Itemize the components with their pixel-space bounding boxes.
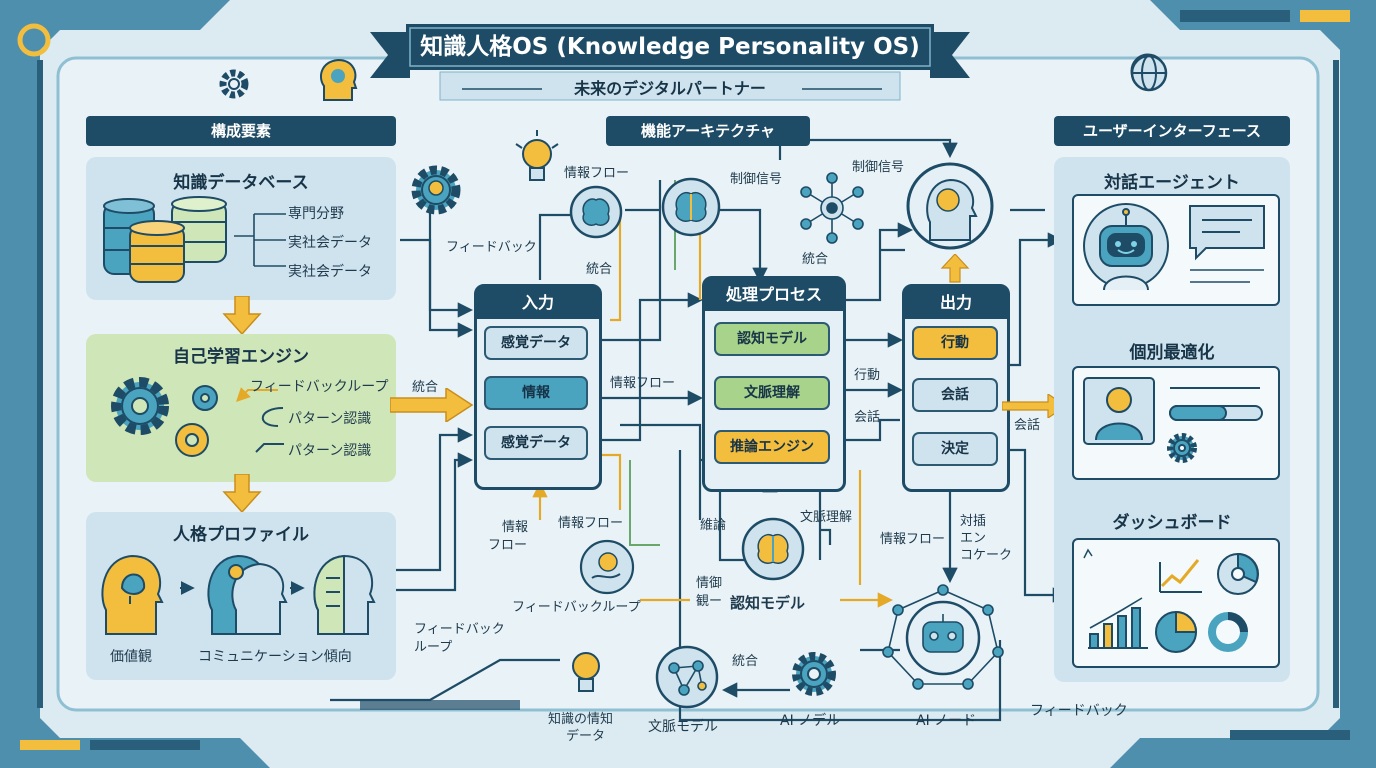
label-knowledge-info-b: データ — [566, 729, 606, 744]
label-cognitive-model: 認知モデル — [730, 594, 806, 612]
label-integrate-2: 統合 — [802, 252, 829, 267]
label-comm-a: 対插 — [960, 514, 987, 529]
learn-item-1: フィードバックループ — [250, 379, 389, 395]
label-reasoning: 維論 — [700, 518, 727, 533]
process-title: 処理プロセス — [705, 279, 843, 311]
output-title: 出力 — [905, 287, 1007, 319]
knowledge-database-title: 知識データベース — [173, 173, 309, 193]
brain-node-icon-2 — [661, 177, 721, 237]
label-knowledge-info-a: 知識の情知 — [548, 712, 614, 727]
label-info-flow-mid: 情報フロー — [610, 376, 676, 391]
input-title: 入力 — [477, 287, 599, 319]
label-ai-node: AI ノード — [916, 713, 977, 729]
robot-chat-icon — [1083, 203, 1265, 291]
dashboard-icons — [1083, 548, 1259, 653]
process-cognitive-model: 認知モデル — [714, 322, 830, 356]
kb-bracket-lines — [234, 213, 286, 267]
lightbulb-icon-2 — [572, 652, 600, 692]
process-context-understanding: 文脈理解 — [714, 376, 830, 410]
gear-icon — [219, 69, 249, 99]
label-context-understanding: 文脈理解 — [800, 510, 853, 525]
label-integrate-left: 統合 — [412, 380, 439, 395]
label-integrate-3: 統合 — [732, 654, 759, 669]
personal-optimization-title: 個別最適化 — [1129, 343, 1215, 363]
gears-icon — [111, 377, 218, 457]
middle-section-header: 機能アーキテクチャ — [606, 116, 810, 146]
label-context-model: 文脈モデル — [648, 719, 718, 735]
persona-heads-icon — [101, 554, 376, 635]
integrate-arrow — [390, 388, 474, 422]
down-arrow-1 — [222, 296, 262, 336]
dashboard-title: ダッシュボード — [1112, 513, 1232, 533]
ai-robot-network-icon — [882, 584, 1004, 690]
kb-item-2: 実社会データ — [288, 235, 372, 251]
brain-node-icon-3 — [741, 517, 805, 581]
dialog-agent-title: 対話エージェント — [1104, 173, 1240, 193]
label-feedback-loop2-b: ループ — [414, 640, 453, 655]
output-action: 行動 — [912, 326, 998, 360]
personality-profile-title: 人格プロファイル — [173, 525, 309, 545]
network-hub-icon — [800, 172, 864, 244]
label-control-signal-2: 制御信号 — [852, 160, 905, 175]
hand-bulb-icon — [579, 539, 635, 595]
kb-item-1: 専門分野 — [288, 206, 344, 222]
label-feedback: フィードバック — [446, 240, 537, 255]
down-arrow-2 — [222, 474, 262, 514]
brain-node-icon-1 — [569, 185, 623, 239]
left-section-header: 構成要素 — [86, 116, 396, 146]
persona-label-communication: コミュニケーション傾向 — [198, 649, 352, 665]
self-learning-engine-title: 自己学習エンジン — [173, 347, 309, 367]
right-section-header: ユーザーインターフェース — [1054, 116, 1290, 146]
up-arrow-output — [940, 254, 970, 283]
output-conversation: 会話 — [912, 378, 998, 412]
bulb-gear-icon — [411, 165, 461, 215]
label-comm-b: エン — [960, 531, 987, 546]
label-feedback-bottom: フィードバック — [1030, 703, 1128, 719]
label-conversation-right: 会話 — [1014, 418, 1041, 433]
label-info-view-a: 情御 — [696, 576, 723, 591]
label-info-flow-top: 情報フロー — [564, 166, 630, 181]
network-node-icon — [655, 645, 719, 709]
learning-loop-arrows — [236, 387, 284, 453]
label-ai-model: AI ノデル — [780, 713, 841, 729]
ai-head-icon — [906, 162, 994, 250]
label-info-low-a: 情報 — [502, 520, 529, 535]
lightbulb-icon — [515, 130, 559, 181]
label-info-flow-right: 情報フロー — [880, 532, 946, 547]
learn-item-2: パターン認識 — [288, 411, 372, 427]
input-sensory-data-1: 感覚データ — [484, 326, 588, 360]
label-control-signal-1: 制御信号 — [730, 172, 783, 187]
persona-label-values: 価値観 — [110, 649, 152, 665]
title-ribbon — [370, 24, 970, 101]
subtitle-rule — [462, 88, 882, 90]
label-feedback-loop: フィードバックループ — [512, 600, 641, 615]
label-integrate-1: 統合 — [586, 262, 613, 277]
page-title: 知識人格OS (Knowledge Personality OS) — [420, 34, 920, 60]
ai-gear-icon — [792, 652, 836, 696]
label-feedback-loop2-a: フィードバック — [414, 622, 505, 637]
output-decision: 決定 — [912, 432, 998, 466]
kb-item-3: 実社会データ — [288, 264, 372, 280]
label-info-view-b: 観ー — [696, 594, 723, 609]
label-comm-c: コケーク — [960, 548, 1013, 563]
page-subtitle: 未来のデジタルパートナー — [574, 79, 766, 98]
process-inference-engine: 推論エンジン — [714, 430, 830, 464]
database-stack-icon — [103, 196, 227, 283]
input-information: 情報 — [484, 376, 588, 410]
globe-icon — [1130, 54, 1168, 92]
label-action: 行動 — [854, 368, 881, 383]
profile-card-icon — [1083, 377, 1263, 463]
input-sensory-data-2: 感覚データ — [484, 426, 588, 460]
label-conversation: 会話 — [854, 410, 881, 425]
learn-item-3: パターン認識 — [288, 443, 372, 459]
label-info-flow-low2: 情報フロー — [558, 516, 624, 531]
head-brain-icon — [320, 58, 358, 101]
label-info-low-b: フロー — [488, 538, 528, 553]
